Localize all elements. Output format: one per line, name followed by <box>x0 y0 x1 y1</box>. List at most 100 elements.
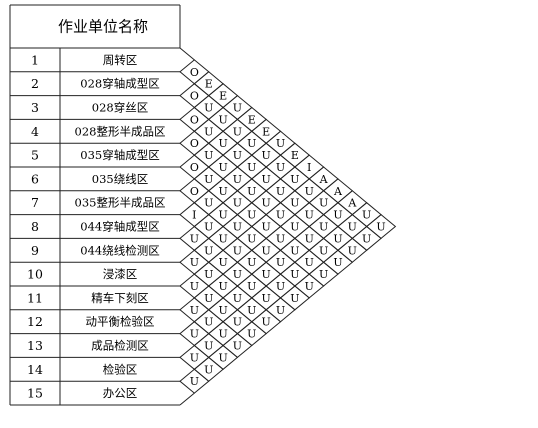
relationship-code: U <box>233 292 242 305</box>
unit-number: 8 <box>31 219 39 234</box>
unit-name: 办公区 <box>103 386 138 400</box>
unit-name: 044穿轴成型区 <box>80 220 159 234</box>
diamond-top-edge <box>179 47 195 61</box>
relationship-code: U <box>204 244 213 257</box>
relationship-code: U <box>204 221 213 234</box>
relationship-code: O <box>190 66 199 79</box>
relationship-code: U <box>204 268 213 281</box>
relationship-code: A <box>333 185 343 198</box>
unit-name: 028穿轴成型区 <box>80 77 159 91</box>
relationship-code: O <box>190 161 199 174</box>
relationship-code: I <box>192 209 196 222</box>
relationship-code: U <box>247 185 256 198</box>
relationship-diamond: OEEUEEUEIAAAUUOUUUUUUUUUUUUOUUUUUUUUUUUO… <box>179 47 397 406</box>
relationship-code: U <box>319 197 328 210</box>
relationship-code: U <box>305 209 314 222</box>
relationship-code: A <box>319 173 329 186</box>
unit-name: 044绕线检测区 <box>80 243 159 257</box>
relationship-code: U <box>204 197 213 210</box>
relationship-code: U <box>204 125 213 138</box>
relationship-code: U <box>247 137 256 150</box>
unit-number: 7 <box>31 195 39 210</box>
relationship-code: E <box>291 149 299 162</box>
relationship-code: U <box>362 209 371 222</box>
unit-number: 6 <box>31 171 39 186</box>
relationship-code: U <box>204 292 213 305</box>
unit-name: 028整形半成品区 <box>75 124 166 138</box>
relationship-code: U <box>247 304 256 317</box>
unit-number: 5 <box>31 148 39 163</box>
relationship-code: O <box>190 137 199 150</box>
relationship-code: E <box>262 125 270 138</box>
relationship-code: U <box>218 113 227 126</box>
relationship-code: U <box>218 209 227 222</box>
unit-name: 028穿丝区 <box>92 101 148 115</box>
relationship-code: U <box>290 244 299 257</box>
relationship-code: U <box>262 173 271 186</box>
relationship-code: U <box>190 280 199 293</box>
relationship-code: U <box>204 149 213 162</box>
relationship-code: U <box>276 304 285 317</box>
relationship-code: U <box>262 268 271 281</box>
relationship-code: U <box>233 244 242 257</box>
relationship-code: U <box>233 149 242 162</box>
relationship-code: I <box>307 161 311 174</box>
relationship-code: U <box>290 197 299 210</box>
relationship-code: U <box>233 340 242 353</box>
unit-number: 4 <box>31 124 39 139</box>
relationship-code: U <box>204 102 213 115</box>
relationship-code: U <box>233 316 242 329</box>
relationship-code: U <box>333 209 342 222</box>
relationship-code: U <box>319 221 328 234</box>
relationship-code: U <box>233 173 242 186</box>
relationship-code: U <box>290 221 299 234</box>
relationship-code: E <box>219 90 227 103</box>
unit-name: 检验区 <box>103 362 138 376</box>
unit-name: 动平衡检验区 <box>86 315 155 329</box>
relationship-code: U <box>190 351 199 364</box>
relationship-code: U <box>319 268 328 281</box>
relationship-code: U <box>305 280 314 293</box>
relationship-code: U <box>218 232 227 245</box>
relationship-code: U <box>348 221 357 234</box>
unit-name: 浸漆区 <box>103 267 138 281</box>
unit-name: 035整形半成品区 <box>75 196 166 210</box>
relationship-code: U <box>247 161 256 174</box>
relationship-code: U <box>290 268 299 281</box>
relationship-code: O <box>190 90 199 103</box>
relationship-code: U <box>262 292 271 305</box>
relationship-code: U <box>276 280 285 293</box>
relationship-code: U <box>305 185 314 198</box>
relationship-code: U <box>233 197 242 210</box>
unit-number: 15 <box>27 386 43 401</box>
unit-name: 精车下刻区 <box>91 291 149 305</box>
relationship-code: U <box>276 185 285 198</box>
unit-number: 14 <box>27 362 43 377</box>
relationship-code: U <box>218 256 227 269</box>
relationship-code: U <box>262 221 271 234</box>
relationship-code: U <box>190 232 199 245</box>
relationship-code: U <box>262 244 271 257</box>
relationship-code: U <box>319 244 328 257</box>
relationship-code: E <box>205 78 213 91</box>
relationship-code: U <box>290 173 299 186</box>
relationship-code: U <box>218 328 227 341</box>
relationship-code: U <box>276 256 285 269</box>
relationship-code: U <box>333 256 342 269</box>
unit-number: 12 <box>27 314 43 329</box>
unit-name: 周转区 <box>103 53 138 67</box>
relationship-code: U <box>218 161 227 174</box>
relationship-code: U <box>247 256 256 269</box>
unit-number: 2 <box>31 76 39 91</box>
relationship-code: U <box>204 363 213 376</box>
relationship-code: U <box>276 209 285 222</box>
relationship-code: U <box>262 197 271 210</box>
unit-name: 035穿轴成型区 <box>80 148 159 162</box>
unit-number: 1 <box>31 52 39 67</box>
relationship-code: U <box>233 268 242 281</box>
relationship-code: U <box>218 185 227 198</box>
unit-number: 13 <box>27 338 43 353</box>
unit-number: 11 <box>27 290 43 305</box>
